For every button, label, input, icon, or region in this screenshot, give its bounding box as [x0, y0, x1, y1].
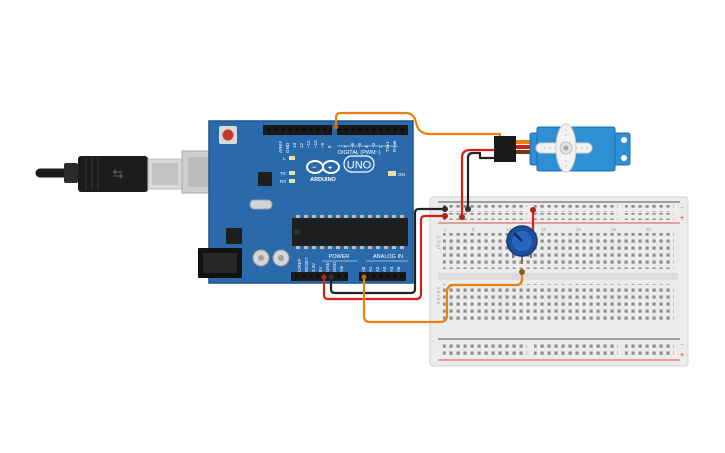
reset-button-icon[interactable]: [219, 126, 237, 144]
row-letters-top: j i h g f: [436, 235, 441, 250]
power-label: POWER: [329, 254, 350, 260]
col-number-1: 1: [444, 227, 447, 232]
pin-label-6: ~6: [350, 142, 355, 148]
atmega-microcontroller: [292, 215, 408, 249]
pin-label-a2: A2: [375, 266, 380, 272]
pin-label-4: 4: [364, 145, 369, 148]
center-channel: [438, 273, 678, 280]
dc-barrel-jack-icon: [198, 248, 242, 278]
svg-text:−: −: [312, 165, 316, 172]
pin-label-11: ~11: [306, 140, 311, 148]
led-rx: [289, 179, 295, 183]
pin-label-3: ~3: [371, 142, 376, 148]
pin-label-a3: A3: [382, 266, 387, 272]
led-on: [388, 171, 396, 176]
pin-label-12: 12: [299, 142, 304, 148]
arduino-brand: ARDUINO: [310, 177, 336, 183]
col-number-20: 20: [576, 227, 582, 232]
terminal-strip-bottom: [443, 284, 674, 320]
pin-label-3v3: 3.3V: [311, 263, 316, 272]
top-rail-plus-sign: +: [680, 215, 684, 222]
bottom-rail-positive: [443, 350, 527, 357]
wire-black-gnd-to-rail[interactable]: [329, 207, 447, 295]
pin-label-a4: A4: [389, 266, 394, 272]
pin-label-a5: A5: [396, 266, 401, 272]
wire-black-rail-to-servo[interactable]: [466, 151, 502, 211]
pin-label-ioref: IOREF: [297, 258, 302, 272]
led-l: [289, 156, 295, 160]
wire-red-5v-to-rail[interactable]: [322, 214, 447, 301]
analog-in-label: ANALOG IN: [373, 254, 403, 260]
svg-text:+: +: [328, 165, 332, 172]
col-number-30: 30: [646, 227, 652, 232]
arduino-infinity-logo-icon: − +: [306, 160, 340, 174]
wire-red-rail-to-servo[interactable]: [460, 148, 502, 219]
led-tx: [289, 171, 295, 175]
wire-orange-pin9-to-servo[interactable]: [334, 111, 502, 143]
row-letters-bottom: e d c b a: [436, 287, 441, 305]
top-rail-negative: [443, 205, 527, 212]
pin-label-2: 2: [378, 145, 383, 148]
pin-label-gnd1: GND: [325, 262, 330, 272]
bottom-rail-negative: [443, 342, 527, 349]
pin-label-8: 8: [327, 145, 332, 148]
top-rail-positive: [443, 213, 527, 220]
pin-label-13: 13: [292, 142, 297, 148]
pin-label-a0: A0: [361, 266, 366, 272]
servo-connector: [494, 136, 516, 162]
regulator: [226, 228, 242, 244]
breadboard: − + 1 5 10 15 20 25 30 j i h g f e d c b…: [429, 196, 689, 367]
usb-chip: [258, 172, 272, 186]
pin-label-reset: RESET: [304, 257, 309, 272]
col-number-15: 15: [541, 227, 547, 232]
pin-label-vin: Vin: [339, 265, 344, 272]
wire-orange-a0-to-pot[interactable]: [362, 270, 524, 324]
pin-label-gnd: GND: [285, 142, 290, 153]
pin-label-gnd2: GND: [332, 262, 337, 272]
arduino-uno-board: AREF GND 13 12 ~11 ~10 ~9 8 7 ~6 ~5 4 ~3…: [181, 120, 414, 284]
col-number-10: 10: [506, 227, 512, 232]
pin-label-aref: AREF: [278, 141, 283, 153]
led-label-l: L: [283, 156, 286, 161]
usb-cable-icon: ⇆: [35, 156, 183, 192]
led-label-rx: RX: [280, 179, 286, 184]
terminal-strip-top: [443, 233, 674, 269]
bottom-rail-minus-sign: −: [680, 342, 684, 349]
servo-motor-icon[interactable]: [494, 123, 631, 173]
pin-label-5: ~5: [357, 142, 362, 148]
bottom-rail-plus-sign: +: [680, 352, 684, 359]
pin-label-9: ~9: [320, 142, 325, 148]
crystal: [249, 199, 273, 210]
potentiometer-icon[interactable]: [506, 225, 538, 264]
pin-label-a1: A1: [368, 266, 373, 272]
svg-text:⇆: ⇆: [113, 166, 124, 181]
pin-label-7: 7: [343, 145, 348, 148]
pin-label-10: ~10: [313, 140, 318, 148]
top-rail-minus-sign: −: [680, 205, 684, 212]
led-label-tx: TX: [280, 171, 286, 176]
pin-label-5v: 5V: [318, 267, 323, 272]
arduino-model: UNO: [347, 160, 372, 172]
col-number-25: 25: [611, 227, 617, 232]
pin-label-tx1: TX▸1: [385, 141, 390, 152]
digital-pwm-label: DIGITAL (PWM~): [338, 150, 381, 156]
led-label-on: ON: [398, 172, 405, 177]
col-number-5: 5: [472, 227, 475, 232]
